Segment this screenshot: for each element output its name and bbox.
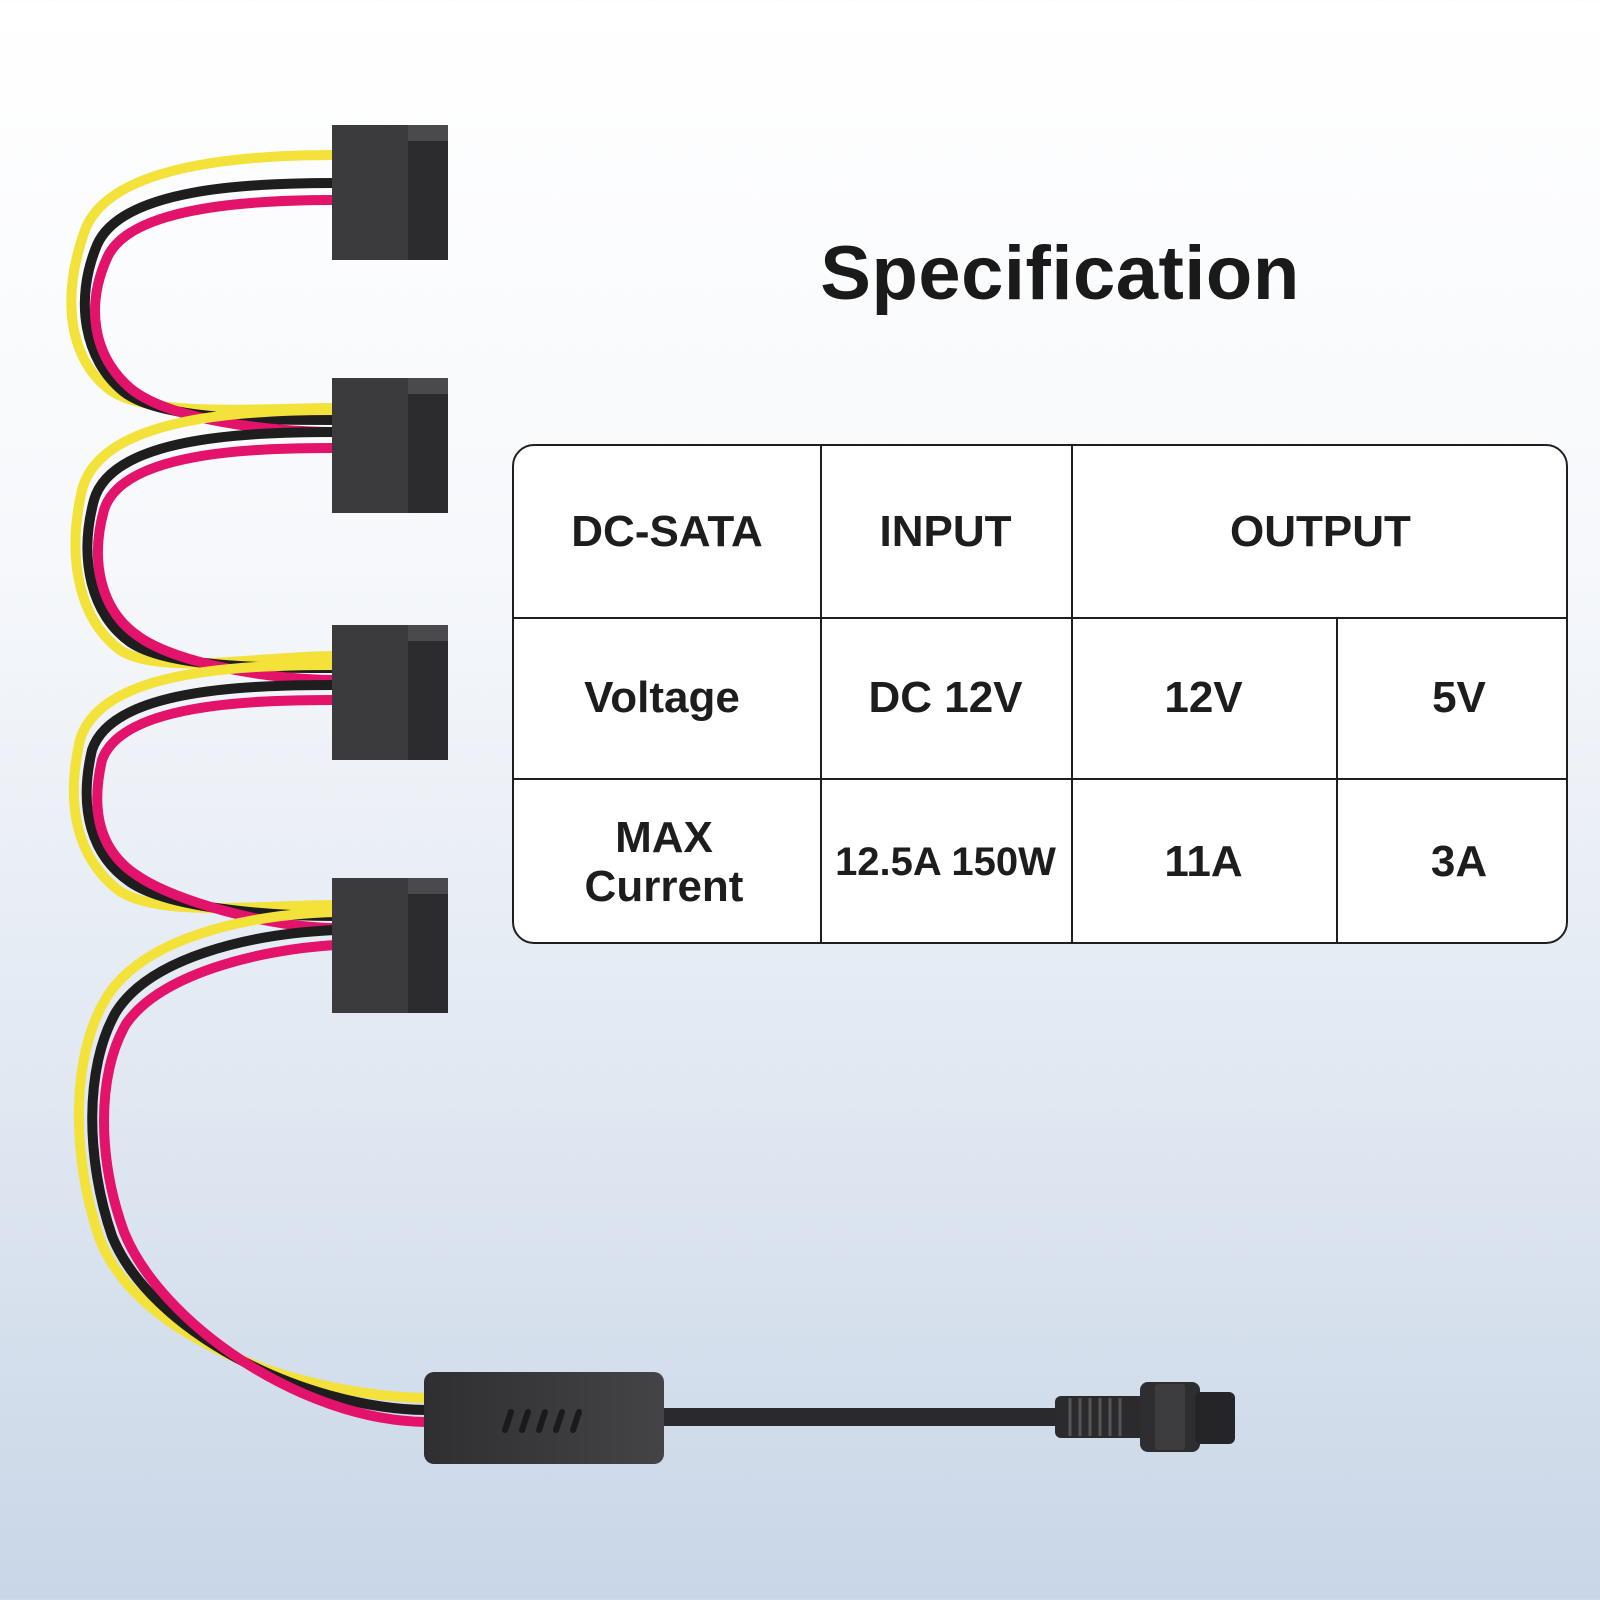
header-dc-sata: DC-SATA xyxy=(571,506,763,556)
wire-black-2 xyxy=(82,427,336,673)
wire-bundle xyxy=(66,150,426,1427)
wire-red-4 xyxy=(99,940,426,1427)
page-title: Specification xyxy=(820,231,1300,316)
sata-connector-4 xyxy=(332,878,448,1013)
input-voltage: DC 12V xyxy=(868,672,1023,722)
output-current-12v: 11A xyxy=(1164,837,1243,887)
output-voltage-5v: 5V xyxy=(1432,672,1486,722)
header-output: OUTPUT xyxy=(1230,506,1411,556)
sata-connector-1 xyxy=(332,125,448,260)
wire-black-3 xyxy=(81,680,336,921)
output-voltage-12v: 12V xyxy=(1164,672,1243,722)
table-divider xyxy=(1071,446,1073,942)
output-current-5v: 3A xyxy=(1430,837,1488,887)
wire-yellow-1 xyxy=(66,150,336,415)
dc-barrel-plug xyxy=(1055,1382,1235,1452)
row-label-max-current: MAX Current xyxy=(584,812,744,911)
input-max-current: 12.5A 150W xyxy=(835,839,1056,884)
control-box xyxy=(424,1372,664,1464)
header-input: INPUT xyxy=(879,506,1012,556)
row-label-voltage: Voltage xyxy=(584,672,740,722)
table-divider xyxy=(820,446,822,942)
wire-red-3 xyxy=(92,695,336,933)
vent-slots xyxy=(502,1409,582,1433)
table-divider xyxy=(514,778,1566,780)
sata-connector-3 xyxy=(332,625,448,760)
wire-red-1 xyxy=(90,195,336,437)
table-divider xyxy=(514,617,1566,619)
sata-connector-2 xyxy=(332,378,448,513)
specification-table: DC-SATA INPUT OUTPUT Voltage DC 12V 12V … xyxy=(512,444,1568,944)
